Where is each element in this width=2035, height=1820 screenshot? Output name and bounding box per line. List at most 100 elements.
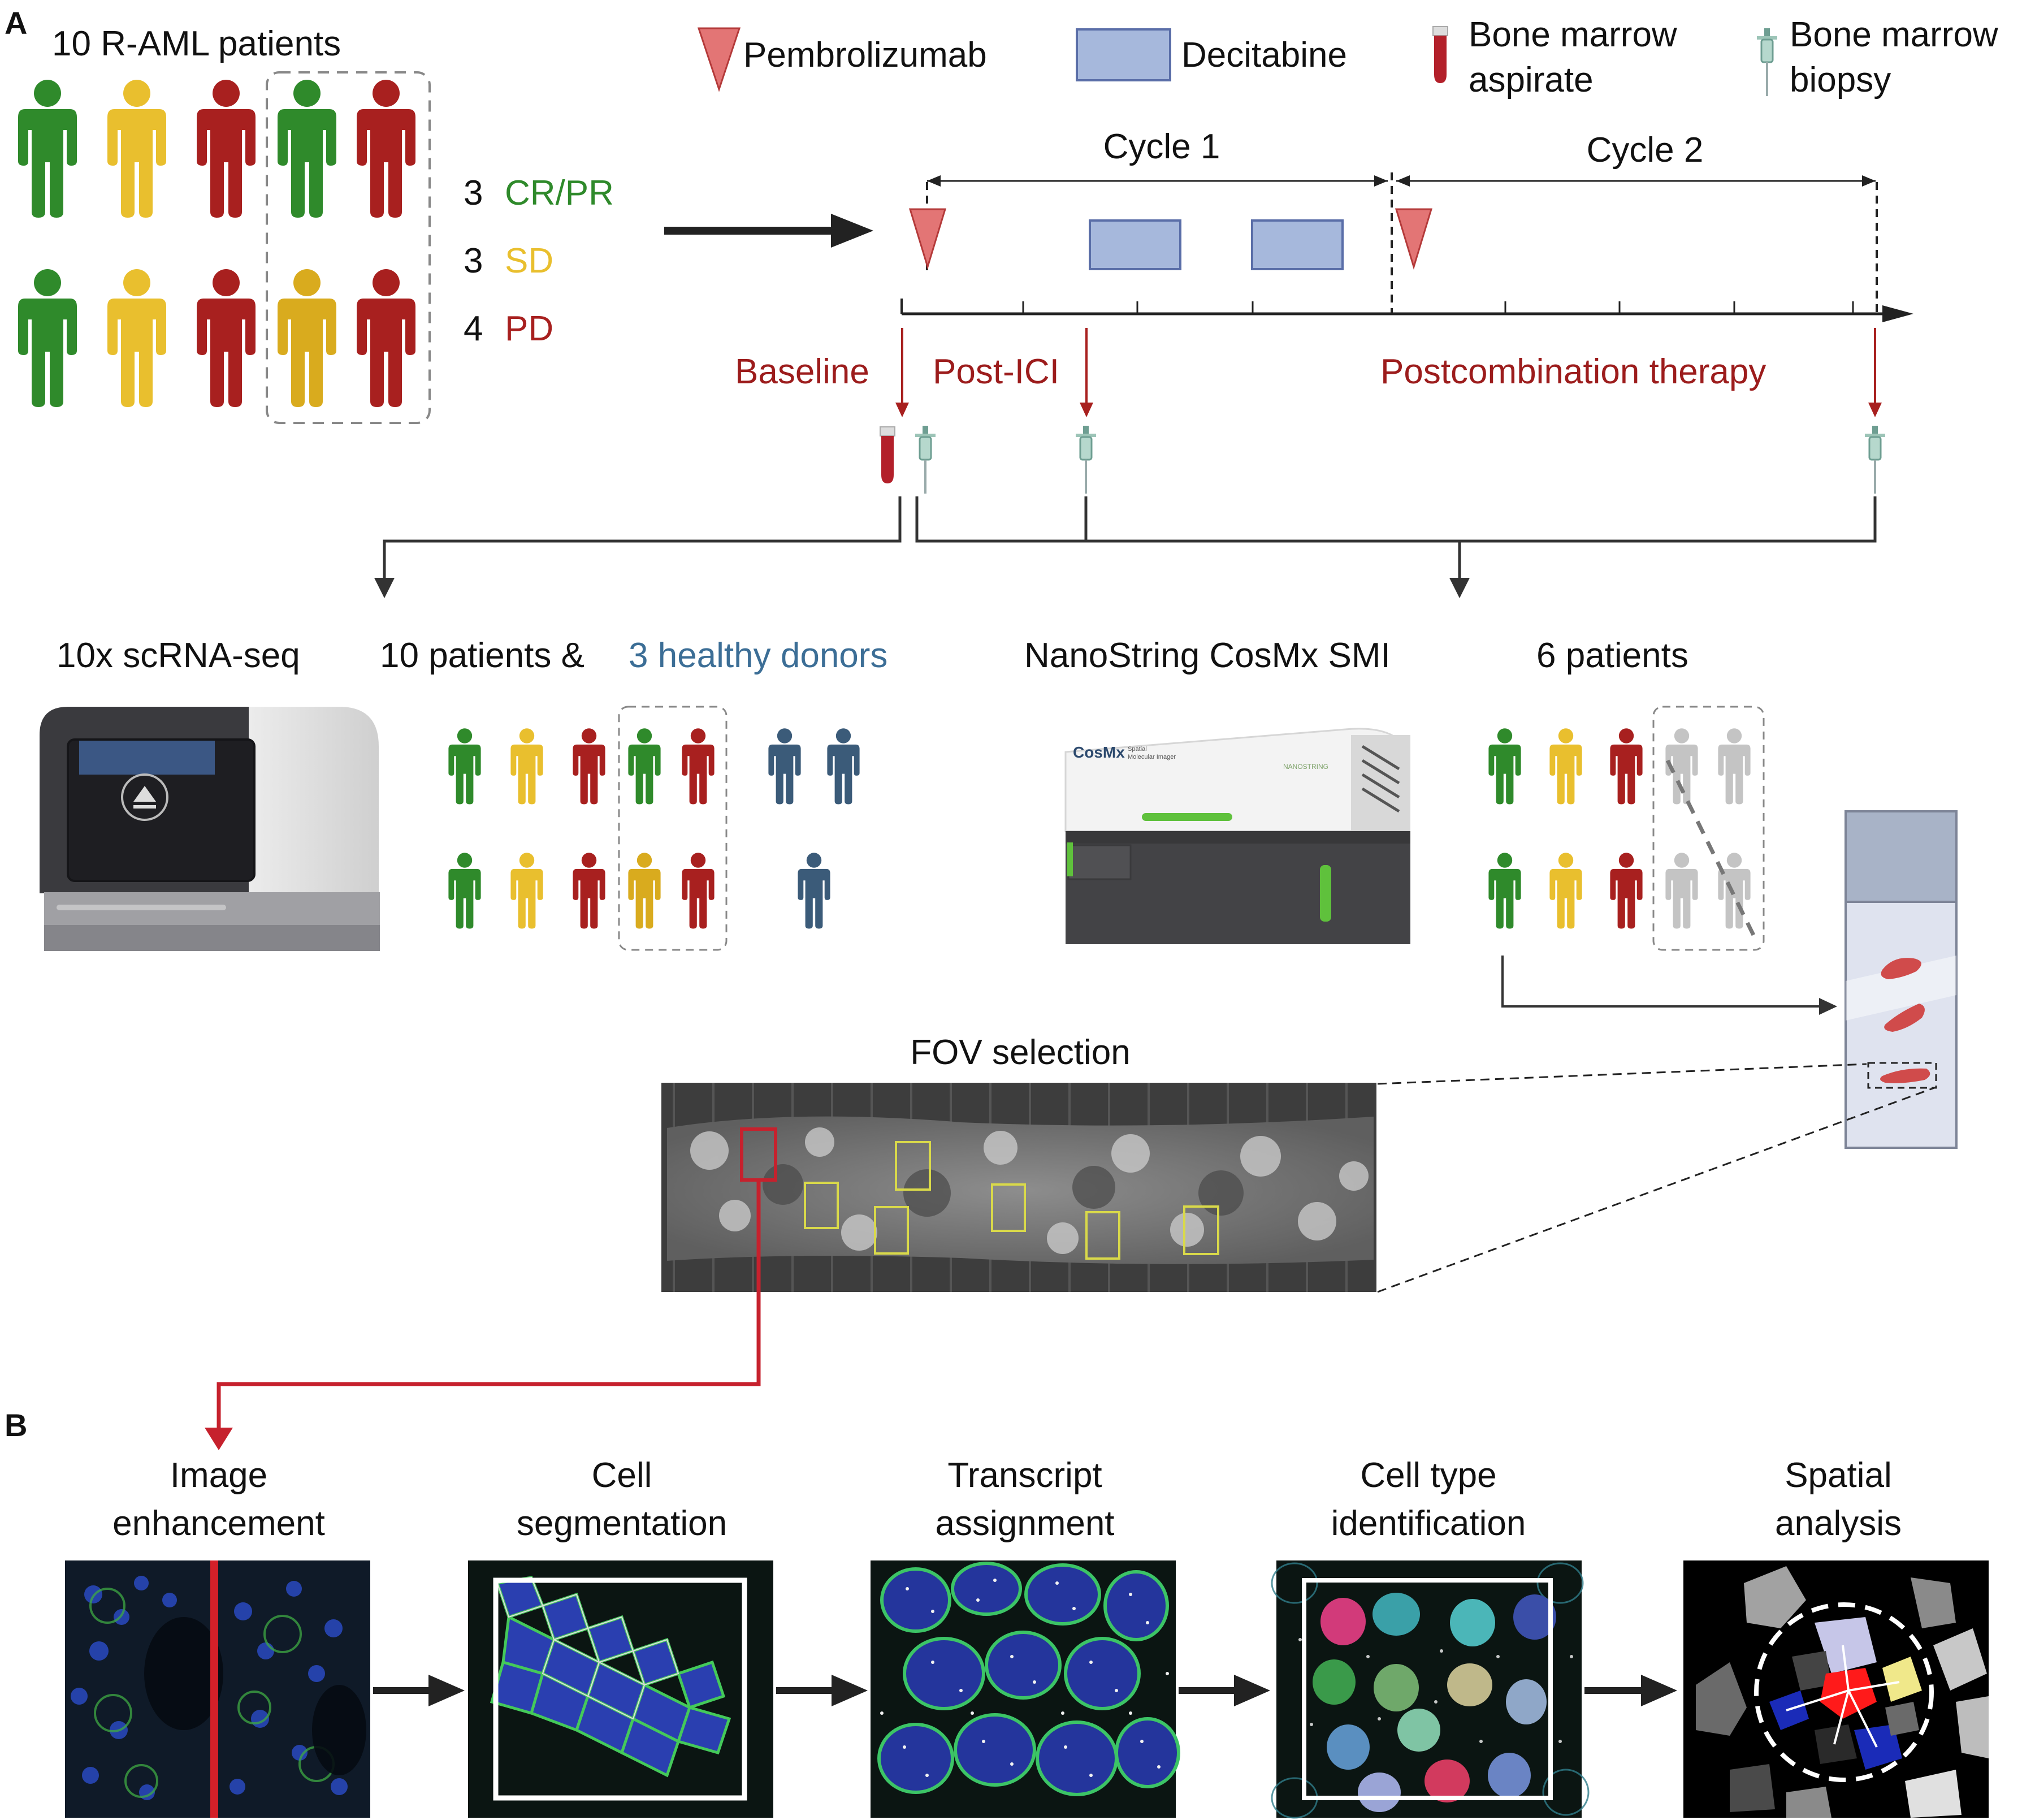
legend-decitabine: Decitabine bbox=[1181, 36, 1347, 75]
patient-icon bbox=[1549, 853, 1582, 929]
selected-subset-box bbox=[266, 71, 431, 424]
step-label-line1: Transcript bbox=[947, 1456, 1102, 1495]
pipeline-step-cell-type-identification: Cell type identification bbox=[1271, 1456, 1590, 1819]
patient-icon bbox=[1610, 853, 1643, 929]
pembrolizumab-legend-icon bbox=[697, 27, 741, 92]
cosmx-device-sublabel1: Spatial bbox=[1128, 746, 1147, 753]
patient-icon bbox=[448, 853, 481, 929]
response-groups: 3 CR/PR 3 SD 4 PD bbox=[464, 174, 614, 348]
postcombination-label: Postcombination therapy bbox=[1380, 352, 1766, 391]
step-label-line1: Cell bbox=[592, 1456, 652, 1495]
patient-icon bbox=[510, 728, 543, 805]
step-label-line2: identification bbox=[1331, 1504, 1526, 1543]
patient-icon bbox=[573, 728, 605, 805]
enrollment-arrow bbox=[664, 214, 873, 248]
scrna-subset-box bbox=[618, 706, 728, 951]
zoom-line-top bbox=[1377, 1063, 1867, 1085]
pipeline-step-spatial-analysis: Spatial analysis bbox=[1683, 1456, 1989, 1818]
scrna-cohort-prefix: 10 patients & bbox=[380, 636, 584, 675]
sample-routing bbox=[383, 496, 1877, 582]
baseline-biopsy-icon bbox=[914, 425, 937, 495]
legend-biopsy-line1: Bone marrow bbox=[1790, 15, 1998, 54]
baseline-label: Baseline bbox=[735, 352, 869, 391]
panel-b-label: B bbox=[5, 1407, 27, 1443]
step-label-line2: segmentation bbox=[517, 1504, 727, 1543]
scrna-cohort-suffix: 3 healthy donors bbox=[629, 636, 887, 675]
scrna-platform-label: 10x scRNA-seq bbox=[57, 636, 300, 675]
patient-icon bbox=[573, 853, 605, 929]
cosmx-device-label: CosMx bbox=[1073, 743, 1125, 761]
cosmx-subset-box bbox=[1652, 706, 1765, 951]
patient-icon bbox=[197, 80, 256, 218]
pembrolizumab-dose-1 bbox=[908, 208, 947, 270]
step-label-line2: analysis bbox=[1775, 1504, 1902, 1543]
postcombination-biopsy-icon bbox=[1864, 425, 1886, 495]
arrow-to-cosmx bbox=[1449, 578, 1470, 598]
patient-icon bbox=[1549, 728, 1582, 805]
decitabine-block-2 bbox=[1251, 219, 1344, 270]
legend-pembrolizumab: Pembrolizumab bbox=[743, 36, 987, 75]
patients-to-slide-connector bbox=[1501, 956, 1825, 1008]
decitabine-block-1 bbox=[1089, 219, 1181, 270]
fov-image bbox=[661, 1083, 1376, 1292]
arrow-to-scrna bbox=[374, 578, 395, 598]
cycle2-label: Cycle 2 bbox=[1587, 131, 1704, 170]
legend-aspirate-line1: Bone marrow bbox=[1469, 15, 1677, 54]
group-label-crpr: CR/PR bbox=[505, 174, 614, 213]
scrna-instrument bbox=[40, 707, 380, 951]
step-label-line1: Spatial bbox=[1785, 1456, 1892, 1495]
group-count-pd: 4 bbox=[464, 309, 483, 348]
group-count-sd: 3 bbox=[464, 241, 483, 280]
post-ici-label: Post-ICI bbox=[933, 352, 1059, 391]
patient-icon bbox=[107, 269, 166, 407]
patient-icon bbox=[278, 80, 336, 218]
patient-icon bbox=[510, 853, 543, 929]
patient-icon bbox=[1488, 728, 1521, 805]
pipeline-arrows bbox=[373, 1675, 1677, 1706]
cosmx-people bbox=[1488, 706, 1765, 951]
cosmx-instrument: CosMx Spatial Molecular Imager NANOSTRIN… bbox=[1064, 728, 1410, 944]
cosmx-brand: NANOSTRING bbox=[1283, 763, 1328, 771]
patient-icon bbox=[107, 80, 166, 218]
patient-icon bbox=[357, 269, 415, 407]
healthy-donor-icon bbox=[827, 728, 860, 805]
patient-icon bbox=[197, 269, 256, 407]
legend-aspirate-line2: aspirate bbox=[1469, 60, 1594, 100]
cohort-people bbox=[18, 71, 431, 424]
arrow-to-slide bbox=[1819, 998, 1837, 1015]
scrna-people bbox=[448, 706, 860, 951]
biopsy-legend-icon bbox=[1756, 27, 1778, 97]
cosmx-platform-label: NanoString CosMx SMI bbox=[1024, 636, 1391, 675]
patient-icon bbox=[18, 80, 77, 218]
pipeline-step-cell-segmentation: Cell segmentation bbox=[468, 1456, 773, 1818]
cycle1-label: Cycle 1 bbox=[1103, 127, 1220, 166]
patient-icon bbox=[1718, 728, 1751, 805]
patient-icon bbox=[1718, 853, 1751, 929]
excluded-slash bbox=[1665, 759, 1757, 940]
group-label-sd: SD bbox=[505, 241, 553, 280]
decitabine-legend-icon bbox=[1076, 28, 1171, 81]
treatment-timeline: Cycle 1 Cycle 2 Baseline Post-ICI Postco… bbox=[735, 127, 1913, 495]
aspirate-legend-icon bbox=[1432, 26, 1448, 84]
cosmx-cohort-label: 6 patients bbox=[1536, 636, 1688, 675]
zoom-line-bottom bbox=[1377, 1087, 1935, 1293]
pipeline-step-transcript-assignment: Transcript assignment bbox=[871, 1456, 1180, 1818]
patient-icon bbox=[448, 728, 481, 805]
healthy-donor-icon bbox=[798, 853, 830, 929]
step-label-line2: enhancement bbox=[112, 1504, 325, 1543]
group-label-pd: PD bbox=[505, 309, 553, 348]
post-ici-biopsy-icon bbox=[1075, 425, 1097, 495]
patient-icon bbox=[682, 853, 715, 929]
legend-biopsy-line2: biopsy bbox=[1790, 60, 1891, 100]
legend: Pembrolizumab Decitabine Bone marrow asp… bbox=[697, 15, 1998, 100]
patient-icon bbox=[357, 80, 415, 218]
healthy-donor-icon bbox=[768, 728, 801, 805]
cohort-title: 10 R-AML patients bbox=[52, 24, 341, 63]
arrow-to-pipeline bbox=[205, 1428, 233, 1450]
baseline-aspirate-icon bbox=[880, 426, 895, 484]
pembrolizumab-dose-2 bbox=[1395, 208, 1433, 270]
fov-to-pipeline-connector bbox=[217, 1180, 761, 1433]
pipeline-step-image-enhancement: Image enhancement bbox=[65, 1456, 370, 1818]
cosmx-device-sublabel2: Molecular Imager bbox=[1128, 754, 1176, 760]
